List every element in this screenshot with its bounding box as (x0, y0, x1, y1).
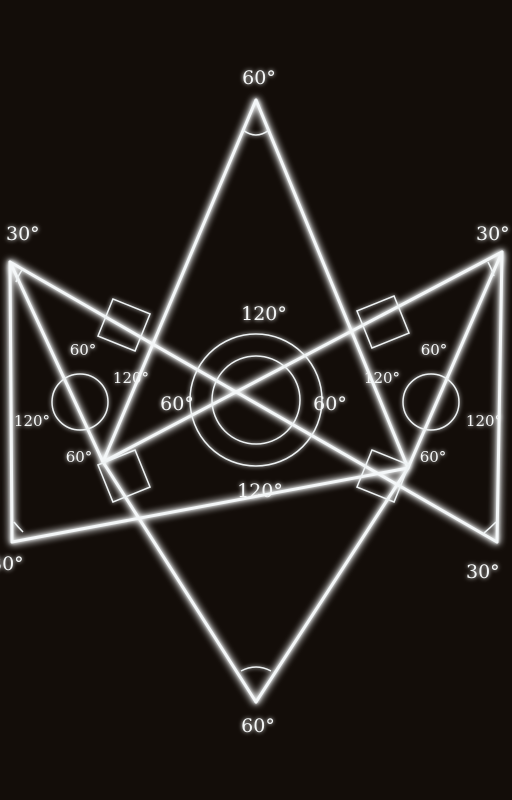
line-left-cross-bottom-to-top (101, 98, 258, 464)
label-right-cross-top: 60° (421, 341, 448, 359)
right-cross-circle (402, 373, 460, 431)
bottom-apex-arc (240, 666, 272, 672)
line-left-lower-to-bottom-apex (101, 460, 258, 704)
label-right-cross-outer: 120° (466, 412, 502, 430)
line-right-bottom-tip-to-right-top (495, 250, 504, 544)
label-bottom-apex: 60° (241, 715, 275, 737)
label-center-bottom: 120° (237, 480, 283, 502)
label-left-cross-inner: 120° (113, 369, 149, 387)
label-left-top-tip: 30° (6, 223, 40, 245)
label-center-top: 120° (241, 303, 287, 325)
line-bottom-apex-to-right-lower (254, 466, 410, 704)
hexagram-lines (8, 98, 504, 704)
label-right-cross-inner: 120° (364, 369, 400, 387)
label-left-cross-outer: 120° (14, 412, 50, 430)
line-left-bottom-to-left-top (8, 260, 14, 544)
label-left-bottom-tip: 30° (0, 553, 24, 575)
label-right-top-tip: 30° (476, 223, 510, 245)
right-angle-square-upper-left (96, 297, 152, 353)
line-left-top-to-right-bottom-tip (8, 260, 499, 544)
label-center-right: 60° (313, 393, 347, 415)
label-top-apex: 60° (242, 67, 276, 89)
right-bottom-tip-arc (483, 521, 497, 534)
left-top-tip-arc (15, 269, 23, 283)
top-apex-arc (242, 129, 270, 136)
label-right-bottom-tip: 30° (466, 561, 500, 583)
right-top-tip-arc (487, 261, 495, 277)
right-angle-square-lower-left (96, 448, 152, 504)
center-circle-outer (189, 333, 323, 467)
right-angle-square-upper-right (355, 294, 411, 350)
angle-labels: 60° 60° 30° 30° 30° 30° 120° 120° 60° 60… (0, 67, 510, 737)
left-cross-circle (51, 373, 109, 431)
angle-markers (13, 129, 497, 672)
right-angle-square-lower-right (355, 448, 411, 504)
left-bottom-tip-arc (13, 521, 24, 533)
label-center-left: 60° (160, 393, 194, 415)
label-right-cross-bottom: 60° (420, 448, 447, 466)
label-left-cross-top: 60° (70, 341, 97, 359)
center-circle-inner (211, 355, 301, 445)
line-top-to-right-bottom (254, 98, 410, 470)
line-right-tip-upper (406, 250, 504, 470)
label-left-cross-bottom: 60° (66, 448, 93, 466)
line-right-bottom-to-left-bottom (10, 466, 410, 544)
line-right-top-to-left-cross-bottom (101, 250, 504, 464)
